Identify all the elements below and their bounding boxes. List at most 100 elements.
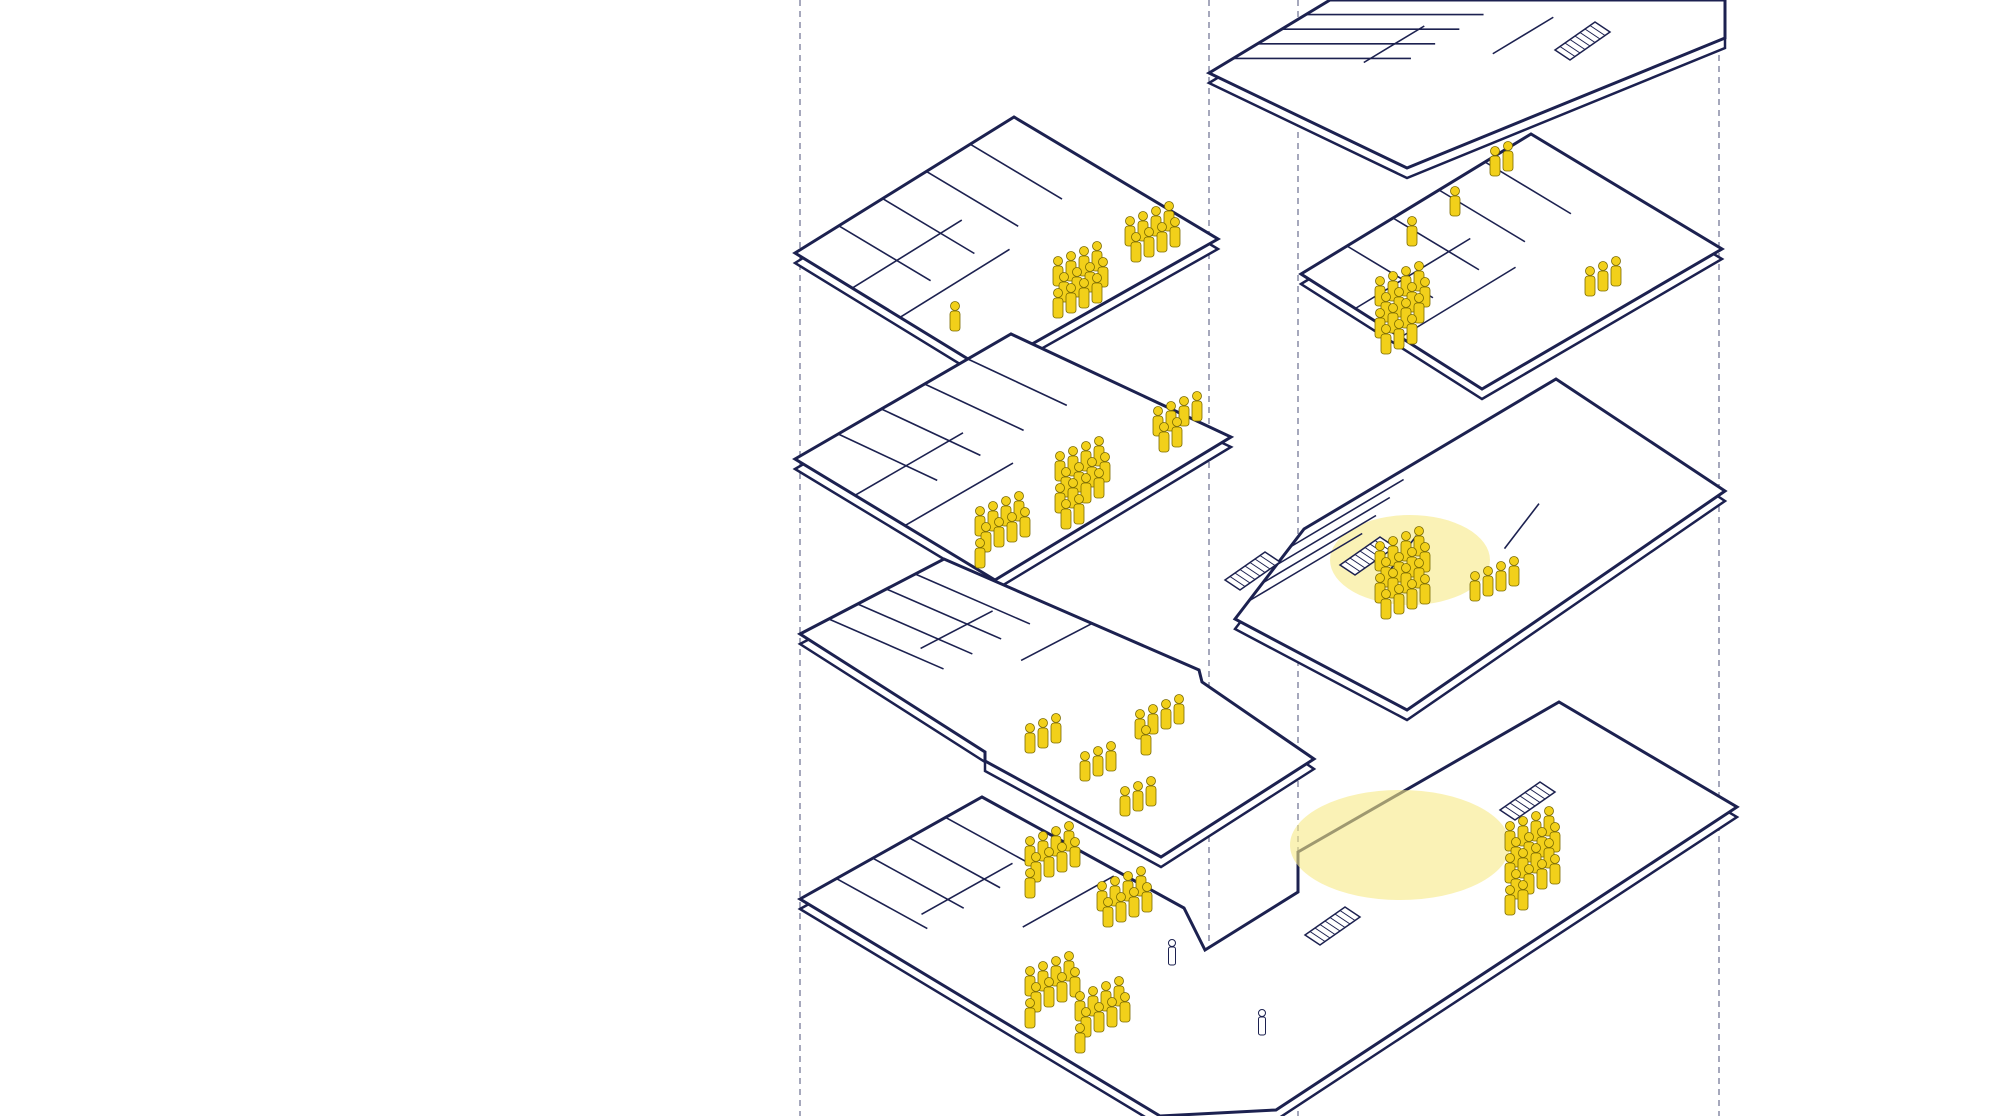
people-cluster — [1134, 694, 1185, 756]
plate-floor — [792, 332, 1235, 582]
person-figure-icon — [1030, 982, 1042, 1013]
person-figure-icon — [1030, 852, 1042, 883]
person-figure-icon — [1374, 308, 1386, 339]
person-figure-icon — [1380, 324, 1392, 355]
person-figure-icon — [1406, 314, 1418, 345]
person-figure-icon — [1130, 232, 1142, 263]
room-wall — [1289, 478, 1405, 548]
person-figure-icon — [1504, 885, 1516, 916]
person-figure-icon — [1056, 842, 1068, 873]
people-cluster — [1079, 741, 1117, 782]
person-figure-icon — [1096, 881, 1108, 912]
person-figure-icon — [1504, 853, 1516, 884]
staircase-icon — [1498, 781, 1557, 821]
person-figure-icon — [1482, 566, 1494, 597]
room-wall — [1503, 503, 1540, 550]
people-cluster — [949, 301, 961, 332]
people-cluster — [1074, 976, 1131, 1054]
highlight-zone — [1290, 790, 1510, 900]
person-figure-icon — [1037, 718, 1049, 749]
person-figure-icon — [1024, 998, 1036, 1029]
room-wall — [920, 610, 993, 650]
person-figure-icon — [1469, 571, 1481, 602]
person-figure-icon — [1052, 288, 1064, 319]
plate-floor — [792, 115, 1221, 372]
person-figure-icon — [1099, 452, 1111, 483]
room-wall — [1363, 25, 1425, 64]
people-cluster — [1096, 866, 1153, 928]
person-figure-icon — [1173, 694, 1185, 725]
room-wall — [904, 462, 1014, 527]
people-cluster — [1152, 391, 1203, 453]
person-figure-icon — [1080, 473, 1092, 504]
people-cluster — [974, 491, 1031, 569]
person-outline-icon — [1168, 939, 1176, 966]
person-figure-icon — [1054, 483, 1066, 514]
person-figure-icon — [1080, 1007, 1092, 1038]
person-figure-icon — [1093, 1002, 1105, 1033]
person-figure-icon — [1006, 512, 1018, 543]
person-figure-icon — [1050, 713, 1062, 744]
person-figure-icon — [1597, 261, 1609, 292]
people-cluster — [1024, 821, 1081, 899]
floor-plate-right-3 — [1232, 377, 1728, 722]
person-figure-icon — [980, 522, 992, 553]
person-figure-icon — [1074, 1023, 1086, 1054]
person-figure-icon — [1105, 741, 1117, 772]
person-figure-icon — [949, 301, 961, 332]
person-outline-icon — [1258, 1009, 1266, 1036]
person-figure-icon — [1024, 868, 1036, 899]
room-wall — [1492, 16, 1554, 55]
person-figure-icon — [1163, 201, 1175, 232]
people-cluster — [1124, 201, 1181, 263]
person-figure-icon — [974, 506, 986, 537]
person-figure-icon — [1419, 574, 1431, 605]
room-wall — [854, 432, 964, 496]
person-figure-icon — [1419, 277, 1431, 308]
person-figure-icon — [1078, 278, 1090, 309]
room-wall — [828, 618, 944, 670]
occupant-figures — [949, 141, 1622, 1054]
person-figure-icon — [1610, 256, 1622, 287]
person-figure-icon — [1119, 992, 1131, 1023]
person-figure-icon — [1079, 751, 1091, 782]
person-figure-icon — [1074, 991, 1086, 1022]
person-figure-icon — [993, 517, 1005, 548]
people-cluster — [1489, 141, 1514, 177]
person-figure-icon — [1191, 391, 1203, 422]
people-cluster — [1406, 216, 1418, 247]
person-figure-icon — [1419, 542, 1431, 573]
person-figure-icon — [1087, 986, 1099, 1017]
person-figure-icon — [1584, 266, 1596, 297]
person-figure-icon — [1106, 997, 1118, 1028]
person-figure-icon — [1024, 966, 1036, 997]
person-figure-icon — [1489, 146, 1501, 177]
room-wall — [1400, 266, 1516, 338]
room-wall — [1275, 496, 1391, 566]
plate-floor — [797, 557, 1317, 859]
room-wall — [838, 225, 932, 282]
floor-plate-left-1 — [792, 115, 1221, 382]
person-figure-icon — [1132, 781, 1144, 812]
person-figure-icon — [1124, 216, 1136, 247]
room-wall — [1020, 622, 1094, 662]
person-figure-icon — [1374, 541, 1386, 572]
people-cluster — [1504, 806, 1561, 916]
person-figure-icon — [1502, 141, 1514, 172]
floor-plate-left-3 — [797, 557, 1317, 869]
person-figure-icon — [1406, 216, 1418, 247]
person-figure-icon — [1158, 422, 1170, 453]
people-cluster — [1054, 436, 1111, 530]
floor-plates — [792, 0, 1740, 1116]
floor-plate-right-1 — [1205, 0, 1727, 180]
person-figure-icon — [1140, 725, 1152, 756]
person-figure-icon — [1054, 451, 1066, 482]
person-figure-icon — [1097, 257, 1109, 288]
person-figure-icon — [1517, 880, 1529, 911]
room-wall — [851, 219, 963, 289]
person-figure-icon — [1134, 709, 1146, 740]
person-figure-icon — [1380, 589, 1392, 620]
person-figure-icon — [1037, 831, 1049, 862]
people-cluster — [1374, 526, 1431, 620]
